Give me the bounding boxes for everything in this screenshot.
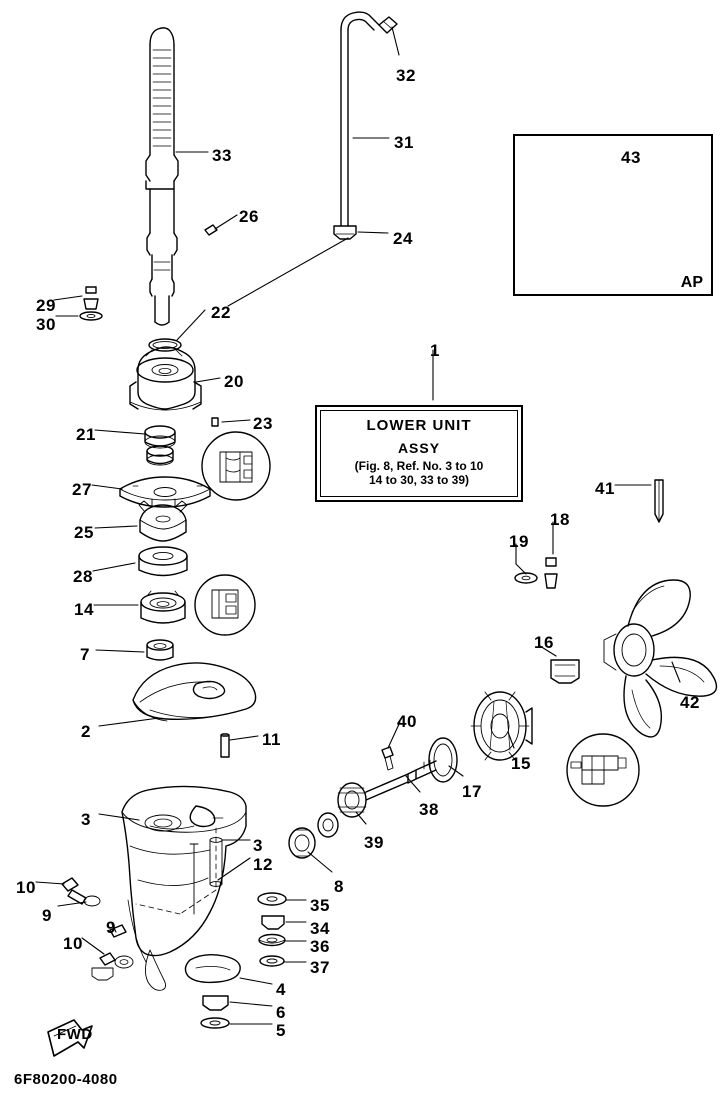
callout-15: 15	[511, 754, 531, 773]
ap-label: AP	[680, 274, 703, 291]
callout-2: 2	[81, 722, 91, 741]
callout-42: 42	[680, 693, 700, 712]
callout-17: 17	[462, 782, 482, 801]
callout-41: 41	[595, 479, 615, 498]
callout-21: 21	[76, 425, 96, 444]
callout-26: 26	[239, 207, 259, 226]
callout-25: 25	[74, 523, 94, 542]
callout-23: 23	[253, 414, 273, 433]
callout-16: 16	[534, 633, 554, 652]
callout-8: 8	[334, 877, 344, 896]
callout-3: 3	[81, 810, 91, 829]
callout-34: 34	[310, 919, 330, 938]
callout-10: 10	[16, 878, 36, 897]
callout-10-second: 10	[63, 934, 83, 953]
callout-24: 24	[393, 229, 413, 248]
callout-12: 12	[253, 855, 273, 874]
callout-4: 4	[276, 980, 286, 999]
callout-19: 19	[509, 532, 529, 551]
assy-ref-line-1: (Fig. 8, Ref. No. 3 to 10	[354, 459, 484, 473]
callout-6: 6	[276, 1003, 286, 1022]
lower-unit-assy-box: LOWER UNIT ASSY (Fig. 8, Ref. No. 3 to 1…	[315, 405, 523, 502]
callout-20: 20	[224, 372, 244, 391]
callout-5: 5	[276, 1021, 286, 1040]
fwd-label: FWD	[57, 1026, 93, 1043]
callout-32: 32	[396, 66, 416, 85]
callout-36: 36	[310, 937, 330, 956]
callout-29: 29	[36, 296, 56, 315]
callout-3-second: 3	[253, 836, 263, 855]
callout-38: 38	[419, 800, 439, 819]
callout-9: 9	[42, 906, 52, 925]
callout-9-second: 9	[106, 918, 116, 937]
callout-39: 39	[364, 833, 384, 852]
callout-11: 11	[262, 730, 281, 749]
callout-30: 30	[36, 315, 56, 334]
callout-28: 28	[73, 567, 93, 586]
callout-43: 43	[621, 148, 641, 167]
callout-22: 22	[211, 303, 231, 322]
callout-31: 31	[394, 133, 414, 152]
callout-35: 35	[310, 896, 330, 915]
assy-title: LOWER UNIT	[366, 417, 472, 434]
callout-37: 37	[310, 958, 330, 977]
sheet-part-number: 6F80200-4080	[14, 1071, 118, 1088]
assy-ref-line-2: 14 to 30, 33 to 39)	[368, 472, 470, 487]
callout-33: 33	[212, 146, 232, 165]
assy-subtitle: ASSY	[397, 440, 441, 456]
callout-18: 18	[550, 510, 570, 529]
callout-7: 7	[80, 645, 90, 664]
ap-detail-box: AP	[513, 134, 713, 296]
callout-40: 40	[397, 712, 417, 731]
callout-1: 1	[430, 341, 440, 360]
callout-14: 14	[74, 600, 94, 619]
callout-27: 27	[72, 480, 92, 499]
